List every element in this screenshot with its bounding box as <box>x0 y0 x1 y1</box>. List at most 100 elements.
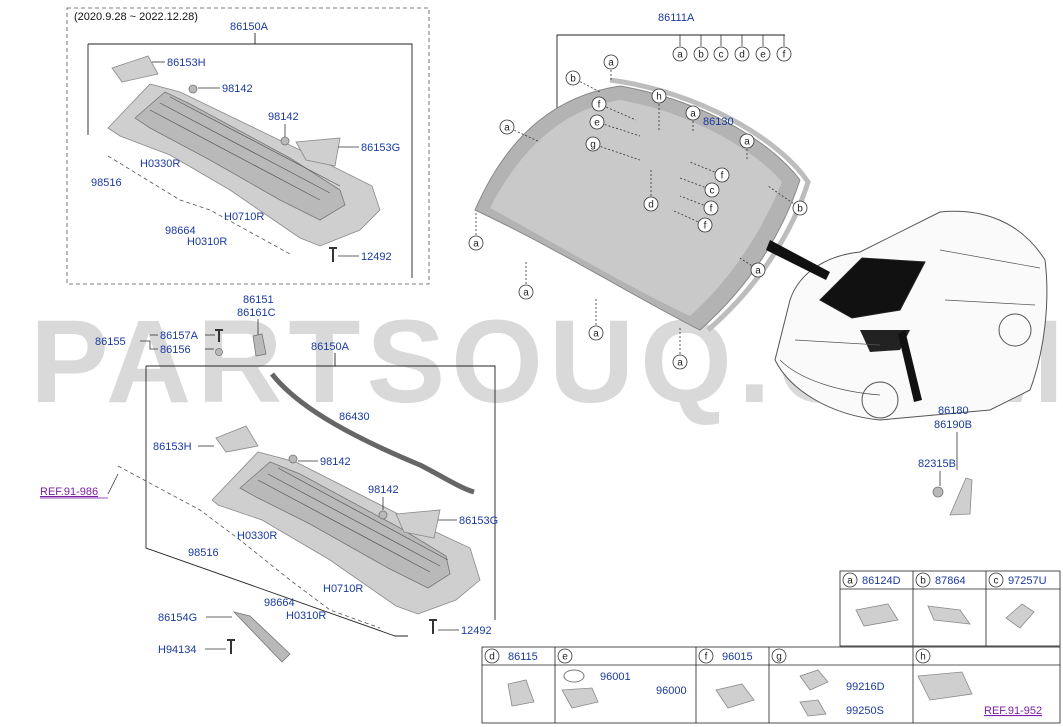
legend-g1-thumb <box>799 669 829 691</box>
pointer-callout-a-17[interactable]: a <box>518 284 534 300</box>
inset-label-H0330R[interactable]: H0330R <box>140 158 180 170</box>
pointer-callout-b-14[interactable]: b <box>792 200 808 216</box>
inset-cover-right-shape <box>295 137 341 167</box>
label-86161C[interactable]: 86161C <box>237 307 276 319</box>
pointer-callout-h-3[interactable]: h <box>651 88 667 104</box>
legend-e-96001[interactable]: 96001 <box>600 671 631 683</box>
inset-label-H0310R[interactable]: H0310R <box>187 236 227 248</box>
pointer-callout-a-19[interactable]: a <box>672 354 688 370</box>
label-86150A[interactable]: 86150A <box>311 341 350 353</box>
label-86154G[interactable]: 86154G <box>158 612 197 624</box>
legend-f-part[interactable]: 96015 <box>722 651 753 663</box>
glass-callout-e[interactable]: e <box>755 46 771 62</box>
label-86430[interactable]: 86430 <box>339 411 370 423</box>
pointer-callout-a-17-letter: a <box>523 288 529 299</box>
glass-callout-f[interactable]: f <box>776 46 792 62</box>
pointer-callout-a-8[interactable]: a <box>739 133 755 149</box>
legend-f-badge[interactable]: f <box>698 648 714 664</box>
glass-callout-b-letter: b <box>698 50 704 61</box>
label-H94134[interactable]: H94134 <box>158 644 197 656</box>
label-86130[interactable]: 86130 <box>703 116 734 128</box>
inset-label-12492[interactable]: 12492 <box>361 251 392 263</box>
label-12492[interactable]: 12492 <box>461 625 492 637</box>
legend-d-badge[interactable]: d <box>484 648 500 664</box>
glass-callout-b-ring <box>693 46 709 62</box>
label-98516[interactable]: 98516 <box>188 547 219 559</box>
pointer-callout-a-4[interactable]: a <box>685 105 701 121</box>
label-82315B[interactable]: 82315B <box>918 458 956 470</box>
inset-label-86153H[interactable]: 86153H <box>167 57 206 69</box>
inset-label-86153G[interactable]: 86153G <box>361 142 400 154</box>
legend-d-badge-ring <box>484 648 500 664</box>
glass-callout-d[interactable]: d <box>734 46 750 62</box>
legend-g-99250S[interactable]: 99250S <box>846 705 884 717</box>
label-H0310R[interactable]: H0310R <box>286 610 326 622</box>
pointer-callout-a-16-ring <box>750 262 766 278</box>
label-86111A[interactable]: 86111A <box>658 12 695 24</box>
legend-h-ref-link[interactable]: REF.91-952 <box>984 705 1042 717</box>
pointer-callout-e-6[interactable]: e <box>589 114 605 130</box>
pointer-callout-f-9[interactable]: f <box>714 167 730 183</box>
glass-callout-b[interactable]: b <box>693 46 709 62</box>
label-H0710R[interactable]: H0710R <box>323 583 363 595</box>
legend-e-96000[interactable]: 96000 <box>656 685 687 697</box>
inset-assembly-label[interactable]: 86150A <box>230 21 269 33</box>
pointer-callout-b-1[interactable]: b <box>565 70 581 86</box>
label-86180[interactable]: 86180 <box>938 405 969 417</box>
legend-g-badge-letter: g <box>776 652 782 663</box>
legend-a-badge[interactable]: a <box>842 572 858 588</box>
pointer-callout-f-5[interactable]: f <box>591 96 607 112</box>
legend-e-badge[interactable]: e <box>557 648 573 664</box>
ref-91-986-link[interactable]: REF.91-986 <box>40 486 98 498</box>
legend-h-badge-ring <box>915 648 931 664</box>
label-86157A[interactable]: 86157A <box>160 330 199 342</box>
pointer-callout-a-18[interactable]: a <box>588 325 604 341</box>
pointer-callout-a-16[interactable]: a <box>750 262 766 278</box>
label-86153H[interactable]: 86153H <box>153 441 192 453</box>
weatherstrip-shape <box>270 372 475 495</box>
legend-c-part[interactable]: 97257U <box>1008 575 1047 587</box>
pointer-callout-f-13[interactable]: f <box>697 217 713 233</box>
legend-g-badge[interactable]: g <box>771 648 787 664</box>
pointer-callout-c-10[interactable]: c <box>704 182 720 198</box>
label-86153G[interactable]: 86153G <box>459 515 498 527</box>
pointer-callout-a-0[interactable]: a <box>603 54 619 70</box>
upper-inset: (2020.9.28 ~ 2022.12.28) 86150A 86153H 9… <box>66 7 430 285</box>
legend-b-part[interactable]: 87864 <box>935 575 966 587</box>
label-98664[interactable]: 98664 <box>264 597 295 609</box>
legend-b-badge[interactable]: b <box>915 572 931 588</box>
pointer-callout-a-2[interactable]: a <box>499 119 515 135</box>
pointer-callout-f-12[interactable]: f <box>703 200 719 216</box>
pointer-callout-b-1-letter: b <box>570 74 576 85</box>
inset-label-H0710R[interactable]: H0710R <box>224 211 264 223</box>
label-98142-b[interactable]: 98142 <box>368 484 399 496</box>
pointer-callout-a-15[interactable]: a <box>468 235 484 251</box>
legend-g-99216D[interactable]: 99216D <box>846 681 885 693</box>
glass-callout-a[interactable]: a <box>672 46 688 62</box>
inset-label-98142-top[interactable]: 98142 <box>222 83 253 95</box>
pointer-callout-a-2-letter: a <box>504 123 510 134</box>
legend-h-badge[interactable]: h <box>915 648 931 664</box>
glass-callout-c[interactable]: c <box>713 46 729 62</box>
pointer-callout-a-16-letter: a <box>755 266 761 277</box>
legend-g2-thumb <box>799 699 827 717</box>
label-86151[interactable]: 86151 <box>243 294 274 306</box>
label-86155[interactable]: 86155 <box>95 336 126 348</box>
pointer-callout-g-7[interactable]: g <box>585 136 601 152</box>
label-H0330R[interactable]: H0330R <box>237 530 277 542</box>
inset-label-98664[interactable]: 98664 <box>165 225 196 237</box>
legend-c-badge[interactable]: c <box>988 572 1004 588</box>
legend-a-part[interactable]: 86124D <box>862 575 901 587</box>
bracket-2-shape <box>232 611 291 663</box>
inset-label-98142-mid[interactable]: 98142 <box>268 111 299 123</box>
pointer-callout-d-11[interactable]: d <box>643 196 659 212</box>
label-86190B[interactable]: 86190B <box>934 419 972 431</box>
garnish-group: 86180 86190B 82315B <box>918 405 973 516</box>
label-98142-a[interactable]: 98142 <box>320 456 351 468</box>
label-86156[interactable]: 86156 <box>160 344 191 356</box>
pointer-callout-b-14-ring <box>792 200 808 216</box>
inset-label-98516[interactable]: 98516 <box>91 177 122 189</box>
legend-d-part[interactable]: 86115 <box>508 651 538 663</box>
pointer-callout-a-15-ring <box>468 235 484 251</box>
